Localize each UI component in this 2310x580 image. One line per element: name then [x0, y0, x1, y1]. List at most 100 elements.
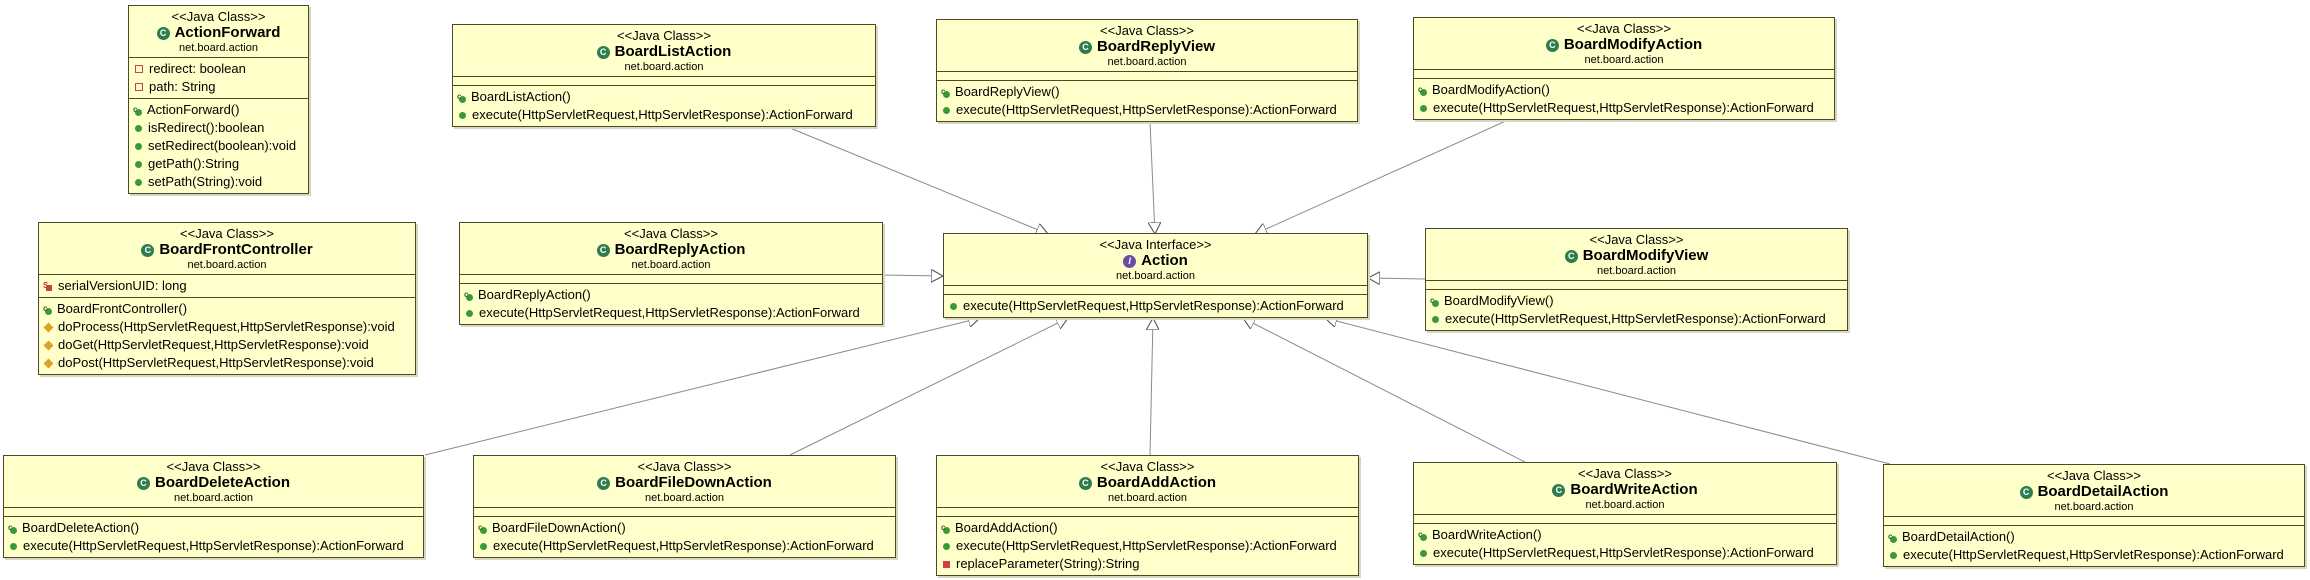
package-name: net.board.action [631, 259, 711, 271]
class-name: BoardAddAction [1096, 474, 1217, 491]
class-name: BoardWriteAction [1570, 481, 1698, 498]
protected-method-icon [43, 322, 54, 332]
class-board-list-action[interactable]: <<Java Class>> C BoardListAction net.boar… [452, 24, 876, 127]
edge-add-action [1150, 318, 1153, 456]
public-method-icon [459, 111, 466, 119]
protected-method-icon [43, 358, 54, 368]
package-name: net.board.action [174, 492, 253, 504]
public-method-icon [950, 302, 957, 310]
method: execute(HttpServletRequest,HttpServletRe… [8, 537, 419, 555]
method: execute(HttpServletRequest,HttpServletRe… [1418, 99, 1830, 117]
edge-modify-view [1368, 278, 1426, 279]
class-board-write-action[interactable]: <<Java Class>> C BoardWriteAction net.boa… [1413, 462, 1837, 565]
class-icon: C [1552, 483, 1566, 497]
edge-filedown-action [789, 318, 1068, 456]
method: execute(HttpServletRequest,HttpServletRe… [1418, 544, 1832, 562]
constructor: BoardFileDownAction() [478, 519, 891, 537]
public-method-icon [135, 160, 142, 168]
class-name: BoardListAction [614, 43, 732, 60]
class-name: BoardFileDownAction [615, 474, 772, 491]
edge-write-action [1243, 318, 1526, 463]
class-icon: C [596, 45, 610, 59]
method: isRedirect():boolean [133, 119, 304, 137]
stereotype: <<Java Class>> [1589, 232, 1684, 247]
method: execute(HttpServletRequest,HttpServletRe… [941, 537, 1354, 555]
class-icon: C [1564, 249, 1578, 263]
method: doGet(HttpServletRequest,HttpServletResp… [43, 336, 411, 354]
private-field-icon [135, 83, 143, 91]
public-method-icon [943, 106, 950, 114]
constructor-icon [133, 101, 143, 119]
constructor-icon [457, 88, 467, 106]
package-name: net.board.action [2054, 501, 2134, 513]
constructor: BoardModifyAction() [1418, 81, 1830, 99]
method: getPath():String [133, 155, 304, 173]
public-method-icon [135, 178, 142, 186]
field: redirect: boolean [133, 60, 304, 78]
public-method-icon [135, 124, 142, 132]
stereotype: <<Java Class>> [1578, 466, 1672, 481]
constructor: BoardDeleteAction() [8, 519, 419, 537]
field: path: String [133, 78, 304, 96]
constructor: BoardModifyView() [1430, 292, 1843, 310]
public-method-icon [480, 542, 487, 550]
public-method-icon [10, 542, 17, 550]
edge-delete-action [424, 318, 980, 456]
constructor-icon [1888, 528, 1898, 546]
package-name: net.board.action [1107, 56, 1187, 68]
method: execute(HttpServletRequest,HttpServletRe… [1888, 546, 2300, 564]
class-name: BoardReplyView [1096, 38, 1216, 55]
class-name: BoardModifyAction [1563, 36, 1703, 53]
static-final-field-icon [43, 277, 54, 295]
class-name: BoardFrontController [159, 241, 313, 258]
public-method-icon [135, 142, 142, 150]
stereotype: <<Java Class>> [617, 28, 711, 43]
constructor: BoardWriteAction() [1418, 526, 1832, 544]
constructor: BoardDetailAction() [1888, 528, 2300, 546]
stereotype: <<Java Class>> [624, 226, 718, 241]
stereotype: <<Java Class>> [1100, 459, 1195, 474]
interface-name: Action [1141, 252, 1188, 269]
stereotype: <<Java Class>> [637, 459, 732, 474]
class-icon: C [1078, 476, 1092, 490]
method: execute(HttpServletRequest,HttpServletRe… [464, 304, 878, 322]
public-method-icon [1890, 551, 1897, 559]
class-icon: C [597, 476, 611, 490]
class-name: ActionForward [174, 24, 281, 41]
package-name: net.board.action [187, 259, 267, 271]
class-icon: C [596, 243, 610, 257]
constructor-icon [43, 300, 53, 318]
edge-reply-action [880, 275, 943, 276]
constructor-icon [941, 519, 951, 537]
constructor-icon [1430, 292, 1440, 310]
method: execute(HttpServletRequest,HttpServletRe… [941, 101, 1353, 119]
class-name: BoardDeleteAction [154, 474, 291, 491]
constructor: BoardReplyView() [941, 83, 1353, 101]
method: doProcess(HttpServletRequest,HttpServlet… [43, 318, 411, 336]
constructor-icon [478, 519, 488, 537]
edge-modify-action [1255, 119, 1509, 234]
class-icon: C [141, 243, 155, 257]
package-name: net.board.action [624, 61, 704, 73]
package-name: net.board.action [1116, 270, 1195, 282]
class-icon: C [1078, 40, 1092, 54]
method: execute(HttpServletRequest,HttpServletRe… [1430, 310, 1843, 328]
method: setPath(String):void [133, 173, 304, 191]
public-method-icon [1420, 104, 1427, 112]
constructor-icon [464, 286, 474, 304]
package-name: net.board.action [1585, 499, 1665, 511]
stereotype: <<Java Class>> [171, 9, 266, 24]
